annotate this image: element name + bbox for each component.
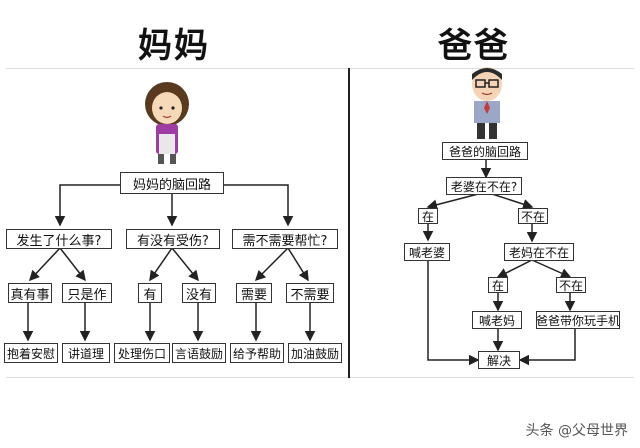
dad-wife-no: 不在 [518,208,548,224]
mom-answer-fake: 只是作 [62,283,112,303]
dad-play-phone: 爸爸带你玩手机 [536,311,620,329]
mom-answer-no-need: 不需要 [286,283,334,303]
dad-avatar [472,67,502,139]
mom-action-comfort: 抱着安慰 [4,343,58,363]
dad-wife-yes: 在 [418,208,438,224]
mom-answer-yes: 有 [138,283,162,303]
dad-question-wife: 老婆在不在? [446,177,522,195]
mom-action-treat-wound: 处理伤口 [114,343,170,363]
center-divider [348,68,350,378]
mom-root-box: 妈妈的脑回路 [120,172,224,194]
mom-action-reason: 讲道理 [62,343,110,363]
dad-mom-no: 不在 [556,277,586,293]
mom-answer-need: 需要 [236,283,272,303]
mom-question-what-happened: 发生了什么事? [6,229,112,249]
mom-action-encourage: 言语鼓励 [172,343,226,363]
mom-action-give-help: 给予帮助 [230,343,284,363]
watermark: 头条 @父母世界 [525,423,628,439]
dad-solve-box: 解决 [478,351,520,369]
diagram-frame [6,68,634,378]
mom-avatar [145,82,189,164]
mom-title: 妈妈 [138,26,210,66]
dad-question-mom: 老妈在不在 [504,243,574,261]
dad-call-mom: 喊老妈 [472,311,522,329]
mom-question-injured: 有没有受伤? [126,229,220,249]
dad-title: 爸爸 [438,26,510,66]
mom-answer-no: 没有 [182,283,216,303]
dad-call-wife: 喊老婆 [404,243,450,261]
mom-answer-real: 真有事 [8,283,52,303]
mom-action-cheer: 加油鼓励 [288,343,342,363]
dad-root-box: 爸爸的脑回路 [442,142,528,160]
mom-question-need-help: 需不需要帮忙? [232,229,338,249]
dad-mom-yes: 在 [488,277,508,293]
